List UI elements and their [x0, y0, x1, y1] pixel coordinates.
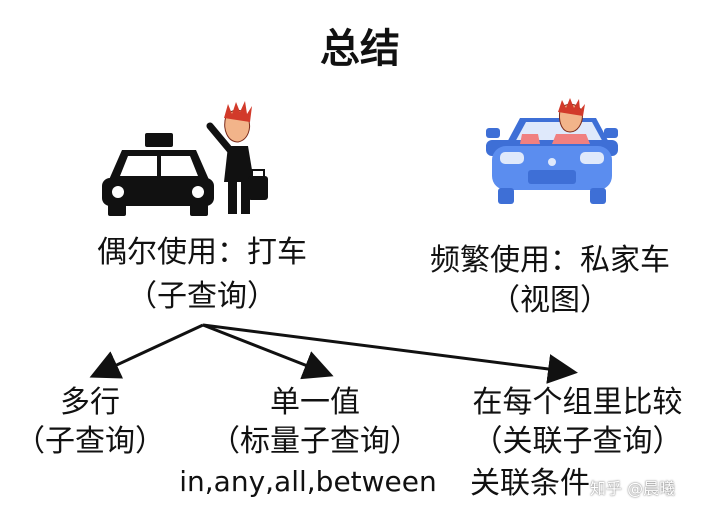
branch-3-line3: 关联条件 [470, 466, 590, 501]
branch-2-line1: 单一值 [270, 385, 360, 420]
branch-2-line2: （标量子查询） [210, 424, 420, 459]
left-label-line2: （子查询） [127, 279, 277, 314]
branch-3-line1: 在每个组里比较 [472, 385, 683, 420]
branch-arrows [89, 323, 578, 384]
page-title: 总结 [320, 26, 400, 72]
taxi-icon [102, 133, 214, 216]
branch-2-line3: in,any,all,between [179, 465, 437, 498]
car-icon [486, 118, 618, 204]
watermark: 知乎 @晨曦 [590, 479, 676, 498]
hailing-person-icon [206, 101, 268, 214]
branch-3-line2: （关联子查询） [472, 424, 683, 459]
right-label-line1: 频繁使用：私家车 [430, 243, 670, 278]
branch-1-line1: 多行 [60, 385, 120, 420]
driver-icon [520, 98, 590, 144]
left-label-line1: 偶尔使用：打车 [97, 235, 307, 270]
right-label-line2: （视图） [490, 283, 610, 318]
branch-1-line2: （子查询） [15, 424, 165, 459]
